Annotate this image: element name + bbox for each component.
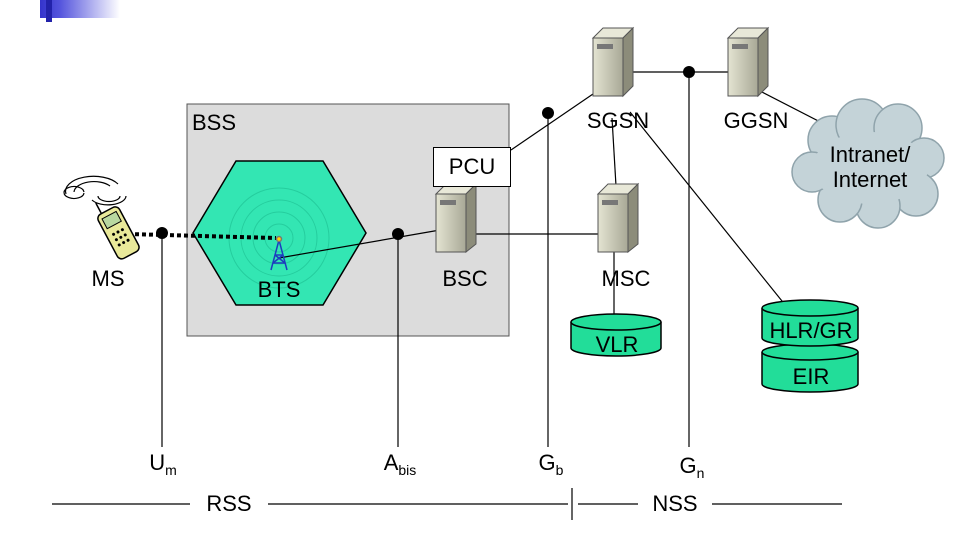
um-point <box>156 227 168 239</box>
cloud-label-line1: Intranet/ <box>829 142 911 167</box>
ms-label: MS <box>91 266 125 291</box>
abis-point <box>392 228 404 240</box>
bss-label: BSS <box>192 110 237 135</box>
gb-sub: b <box>555 462 564 478</box>
um-sub: m <box>165 462 177 478</box>
sgsn-label: SGSN <box>586 108 650 133</box>
gb-main: G <box>538 450 556 475</box>
bsc-server-icon <box>434 182 478 254</box>
ggsn-server-icon <box>726 26 770 98</box>
pcu-label: PCU <box>448 154 496 179</box>
abis-interface-label: Abis <box>383 450 417 478</box>
cloud-label-line2: Internet <box>832 167 908 192</box>
abis-sub: bis <box>398 462 417 478</box>
gb-interface-label: Gb <box>538 450 564 478</box>
mobile-phone-icon <box>63 175 140 260</box>
ggsn-label: GGSN <box>723 108 789 133</box>
intranet-internet-cloud <box>791 98 945 229</box>
slide-corner-bar <box>46 0 52 22</box>
bsc-label: BSC <box>442 266 488 291</box>
link-bts-bsc <box>278 229 441 259</box>
bts-cell-hexagon <box>192 160 367 306</box>
sgsn-server-icon <box>591 26 635 98</box>
abis-main: A <box>383 450 399 475</box>
gn-main: G <box>679 453 697 478</box>
gb-point <box>542 107 554 119</box>
rss-label: RSS <box>206 491 252 516</box>
msc-server-icon <box>596 182 640 254</box>
um-main: U <box>149 450 166 475</box>
nss-label: NSS <box>652 491 698 516</box>
gn-interface-label: Gn <box>679 453 705 481</box>
msc-label: MSC <box>601 266 651 291</box>
gn-sub: n <box>696 465 705 481</box>
eir-label: EIR <box>792 364 830 389</box>
hlr-eir-database-icon <box>761 299 859 393</box>
link-sgsn-msc <box>611 117 617 187</box>
hlr-label: HLR/GR <box>769 318 853 343</box>
gn-point <box>683 66 695 78</box>
vlr-label: VLR <box>595 332 639 357</box>
bts-antenna-icon <box>270 235 288 271</box>
cloud-label: Intranet/ Internet <box>830 142 911 192</box>
pcu-box: PCU <box>433 147 511 187</box>
link-sgsn-hlr <box>629 111 787 307</box>
um-interface-label: Um <box>149 450 177 478</box>
link-pcu-sgsn <box>510 93 594 151</box>
vlr-database-icon <box>570 313 662 357</box>
bts-label: BTS <box>257 277 301 302</box>
slide-corner-accent <box>40 0 120 18</box>
radio-link-ms-bts <box>127 232 277 240</box>
